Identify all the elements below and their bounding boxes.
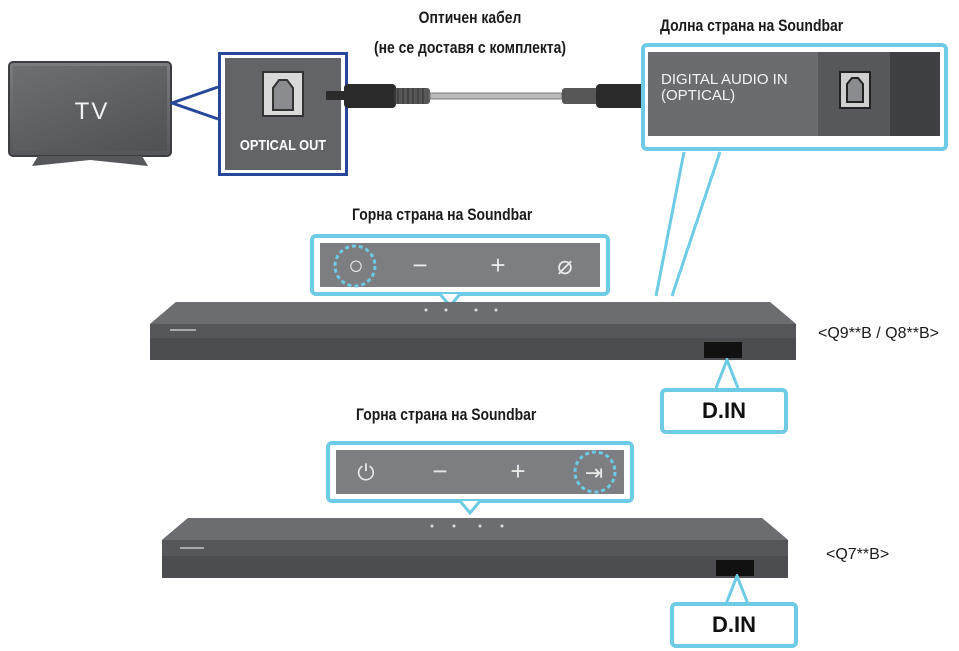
digital-in-label-line2: (OPTICAL) xyxy=(661,87,736,104)
din-tag-2-pointer xyxy=(724,574,750,605)
model-label-1: <Q9**B / Q8**B> xyxy=(818,325,939,342)
optical-cable xyxy=(326,84,666,108)
control-2-button-volume-down: − xyxy=(432,456,448,486)
tv-callout-pointer xyxy=(170,85,219,121)
control-2-button-source: ⇥ xyxy=(584,460,604,485)
control-1-button-mic-mute: ⌀ xyxy=(557,250,573,280)
control-strip-2 xyxy=(336,450,624,494)
soundbar-bottom-caption: Долна страна на Soundbar xyxy=(660,16,844,35)
cable-caption-line1: Оптичен кабел xyxy=(418,8,522,27)
control-strip-2-pointer xyxy=(458,500,482,515)
digital-in-panel-edge xyxy=(890,52,940,136)
control-1-button-multifunction: ○ xyxy=(348,250,364,280)
digital-in-port-icon xyxy=(839,71,871,109)
cable-caption-line2: (не се доставя с комплекта) xyxy=(373,38,567,57)
soundbar-top-caption-2: Горна страна на Soundbar xyxy=(356,405,537,424)
din-callout-pointer xyxy=(654,151,722,297)
optical-port-icon xyxy=(262,71,304,117)
tv-label: TV xyxy=(74,98,110,125)
digital-in-label-line1: DIGITAL AUDIO IN xyxy=(661,71,788,88)
control-1-button-volume-up: + xyxy=(490,250,506,280)
soundbar-2 xyxy=(162,518,788,578)
control-2-button-power: ⏻ xyxy=(357,460,375,485)
soundbar-top-caption-1: Горна страна на Soundbar xyxy=(352,205,533,224)
highlight-circle-2 xyxy=(573,450,617,494)
tv-screen xyxy=(13,66,167,151)
din-tag-1-pointer xyxy=(714,358,740,389)
highlight-circle-1 xyxy=(333,244,377,288)
digital-in-label: DIGITAL AUDIO IN (OPTICAL) xyxy=(661,72,821,104)
tv-stand xyxy=(32,156,148,166)
din-tag-1: D.IN xyxy=(660,388,788,434)
soundbar-1 xyxy=(150,302,796,360)
din-tag-2: D.IN xyxy=(670,602,798,648)
control-1-button-volume-down: − xyxy=(412,250,428,280)
control-2-button-volume-up: + xyxy=(510,456,526,486)
optical-out-label: OPTICAL OUT xyxy=(239,137,327,154)
model-label-2: <Q7**B> xyxy=(826,546,890,563)
